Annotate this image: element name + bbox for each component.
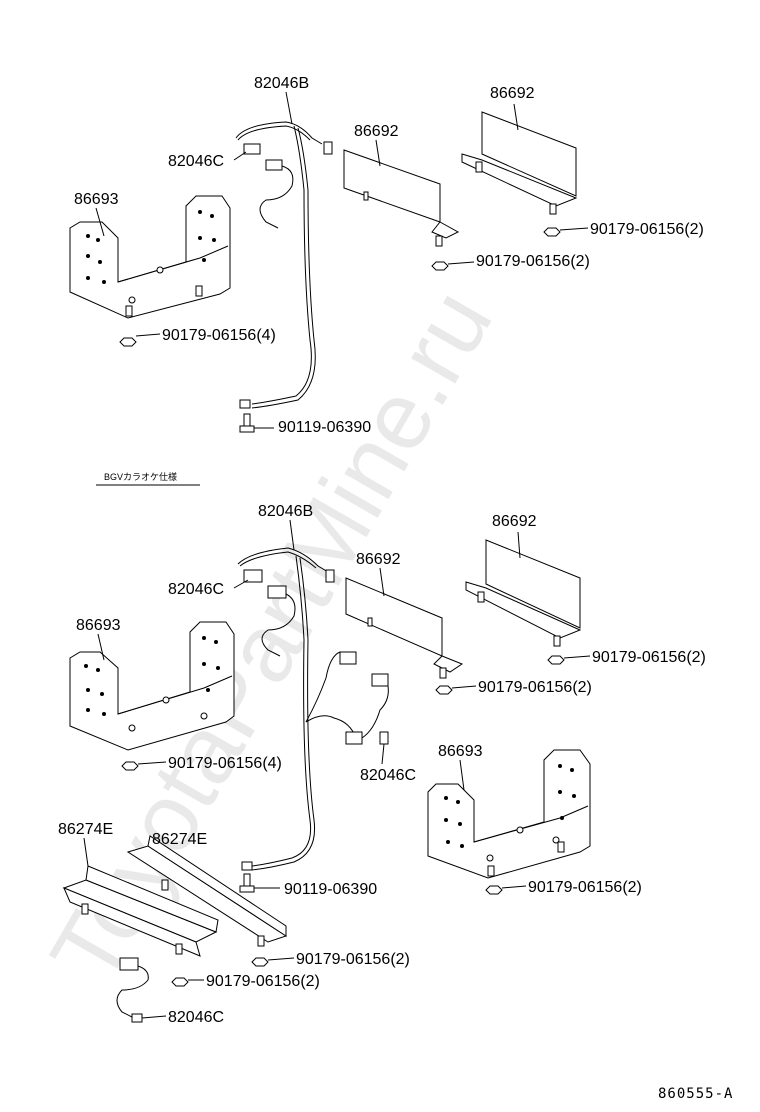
diagram-code: 860555-A (658, 1086, 733, 1102)
bracket-86693-top[interactable] (69, 195, 231, 319)
plate-86692-right-top[interactable] (461, 111, 578, 215)
label-90179-06156-2-right-bottom: 90179-06156(2) (592, 649, 706, 666)
label-86693-top: 86693 (74, 191, 119, 208)
rail-86274e-right[interactable] (126, 835, 288, 947)
label-82046b-top: 82046B (254, 75, 309, 92)
label-86692-mid-top: 86692 (354, 123, 399, 140)
wire-harness-82046b-top[interactable] (235, 121, 333, 409)
label-90179-06156-2-mid-top: 90179-06156(2) (476, 253, 590, 270)
label-86692-mid-bottom: 86692 (356, 551, 401, 568)
bracket-86693-bottom-left[interactable] (69, 621, 235, 751)
label-90179-06156-4-top: 90179-06156(4) (162, 327, 276, 344)
nut-icon (485, 885, 503, 895)
label-86693-bottom-right: 86693 (438, 743, 483, 760)
label-90119-06390-bottom: 90119-06390 (284, 881, 377, 898)
plate-86692-mid-bottom[interactable] (345, 577, 464, 679)
bolt-icon (239, 413, 255, 433)
label-82046c-bottom-right: 82046C (360, 767, 416, 784)
label-82046c-bottom-left: 82046C (168, 581, 224, 598)
label-90119-06390-top: 90119-06390 (278, 419, 371, 436)
label-82046c-top: 82046C (168, 153, 224, 170)
label-86692-right-top: 86692 (490, 85, 535, 102)
rail-86274e-left[interactable] (62, 865, 219, 957)
wire-harness-82046b-bottom[interactable] (237, 547, 389, 871)
nut-icon (435, 685, 453, 695)
label-82046b-bottom: 82046B (258, 503, 313, 520)
label-86274e-left: 86274E (58, 821, 113, 838)
label-90179-06156-4-bottom: 90179-06156(4) (168, 755, 282, 772)
label-82046c-bottom: 82046C (168, 1009, 224, 1026)
nut-icon (543, 227, 561, 237)
plate-86692-mid-top[interactable] (343, 149, 460, 247)
nut-icon (119, 337, 137, 347)
label-90179-06156-2-rail-left: 90179-06156(2) (206, 973, 320, 990)
label-90179-06156-2-mid-bottom: 90179-06156(2) (478, 679, 592, 696)
nut-icon (547, 655, 565, 665)
label-86274e-right: 86274E (152, 831, 207, 848)
section-note: BGVカラオケ仕様 (104, 471, 177, 482)
top-section: 86693 90179-06156(4) 82046B 82046C 9011 (69, 75, 704, 436)
nut-icon (171, 977, 189, 987)
label-90179-06156-2-right-top: 90179-06156(2) (590, 221, 704, 238)
label-90179-06156-2-bracket-right: 90179-06156(2) (528, 879, 642, 896)
label-90179-06156-2-rail-right: 90179-06156(2) (296, 951, 410, 968)
label-86692-right-bottom: 86692 (492, 513, 537, 530)
label-86693-bottom-left: 86693 (76, 617, 121, 634)
bolt-icon (239, 873, 255, 893)
plate-86692-right-bottom[interactable] (465, 539, 582, 647)
nut-icon (431, 261, 449, 271)
bottom-section: 82046B 82046C 82046C 90119-06390 86693 (58, 503, 706, 1026)
wire-harness-82046c-bottom[interactable] (116, 957, 149, 1023)
bracket-86693-bottom-right[interactable] (427, 749, 591, 879)
nut-icon (121, 761, 139, 771)
nut-icon (251, 957, 269, 967)
